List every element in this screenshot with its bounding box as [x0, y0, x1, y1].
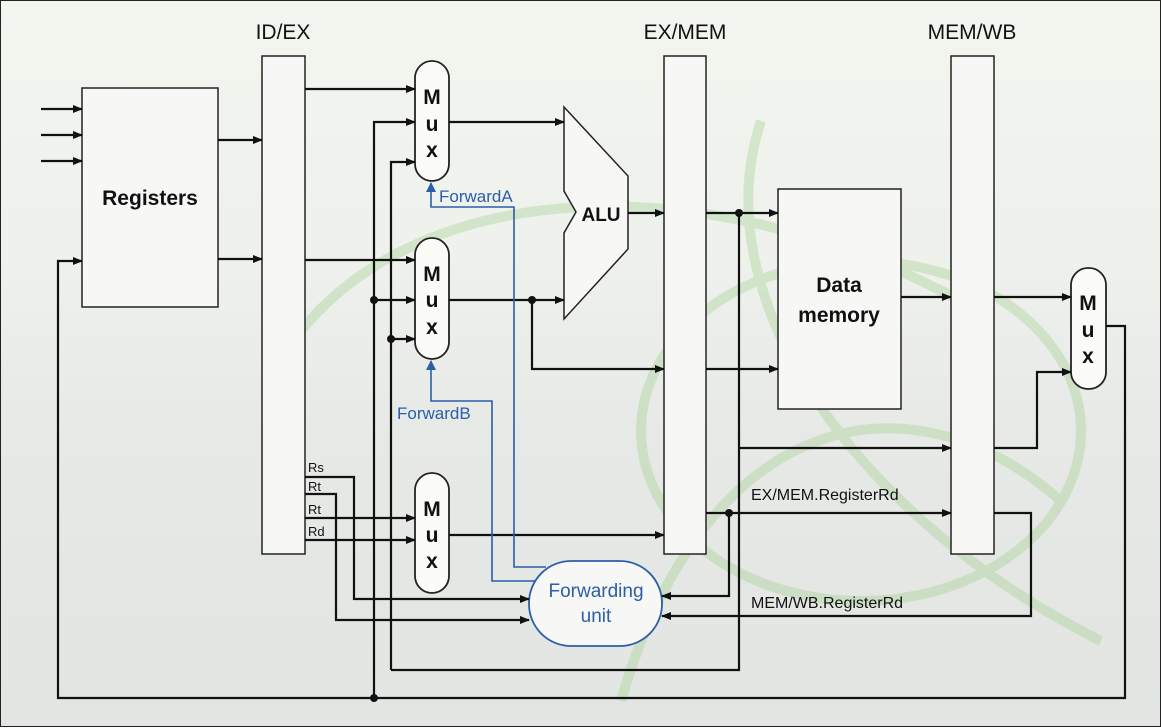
- mem-wb-register-bar: [950, 55, 995, 555]
- ex-mem-register-rd-label: EX/MEM.RegisterRd: [751, 487, 899, 504]
- svg-text:M: M: [423, 86, 441, 109]
- junction-dots: [370, 209, 743, 702]
- data-memory-label-line1: Data: [816, 274, 862, 297]
- mux-writeback: M u x: [1070, 267, 1107, 390]
- mux-forward-a: M u x: [414, 60, 450, 182]
- id-ex-label: ID/EX: [256, 21, 311, 44]
- mux-forward-b: M u x: [414, 237, 450, 360]
- svg-text:M: M: [423, 263, 441, 286]
- forwarding-control-wires: [426, 182, 546, 582]
- rt-label-1: Rt: [308, 479, 321, 494]
- svg-text:x: x: [426, 139, 438, 162]
- svg-text:x: x: [1082, 345, 1094, 368]
- forward-b-label: ForwardB: [397, 404, 471, 423]
- alu-label: ALU: [581, 205, 620, 226]
- forward-a-label: ForwardA: [439, 187, 513, 206]
- mem-wb-register-rd-label: MEM/WB.RegisterRd: [751, 595, 903, 612]
- datapath-wires: [41, 85, 1127, 700]
- svg-text:u: u: [426, 289, 439, 312]
- ex-mem-label: EX/MEM: [644, 21, 727, 44]
- svg-text:u: u: [426, 524, 439, 547]
- id-ex-register-bar: [261, 55, 306, 555]
- data-memory-label-line2: memory: [798, 304, 880, 327]
- mem-wb-label: MEM/WB: [928, 21, 1017, 44]
- ex-mem-register-bar: [663, 55, 707, 555]
- rs-label: Rs: [308, 460, 324, 475]
- svg-text:u: u: [426, 113, 439, 136]
- svg-text:x: x: [426, 316, 438, 339]
- rt-label-2: Rt: [308, 502, 321, 517]
- registers-block: [81, 87, 219, 308]
- forwarding-unit-label-line2: unit: [581, 606, 612, 627]
- svg-text:M: M: [423, 498, 441, 521]
- data-memory-block: [777, 188, 902, 410]
- forwarding-unit-block: [528, 560, 663, 647]
- rd-label: Rd: [308, 524, 325, 539]
- svg-text:u: u: [1082, 319, 1095, 342]
- mux-reg-dst: M u x: [414, 472, 450, 594]
- alu-block: [563, 105, 629, 321]
- svg-text:M: M: [1079, 292, 1097, 315]
- svg-text:x: x: [426, 550, 438, 573]
- registers-label: Registers: [102, 187, 198, 210]
- forwarding-unit-label-line1: Forwarding: [548, 581, 643, 602]
